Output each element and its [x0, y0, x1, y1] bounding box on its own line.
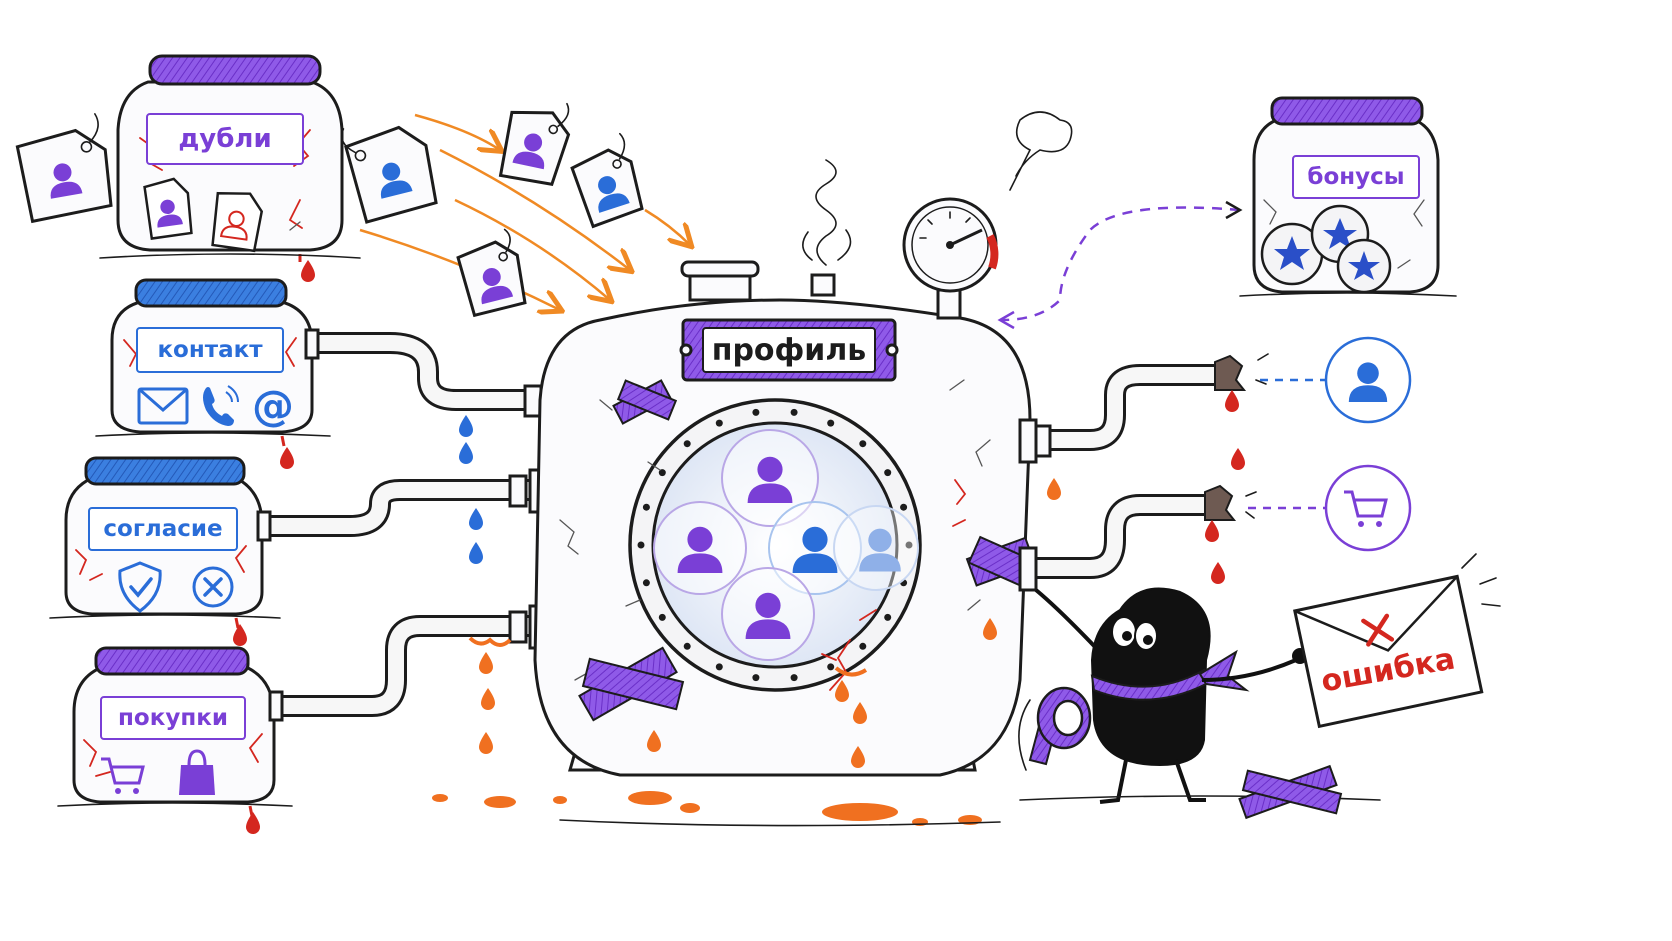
profile-tank — [533, 111, 1073, 777]
jar-dubli — [15, 54, 438, 282]
shield-check-icon — [118, 561, 162, 613]
person-tag-icon — [143, 177, 193, 240]
porthole-rivet — [790, 408, 798, 416]
pipes-right — [983, 336, 1412, 640]
floor-tape — [1238, 764, 1343, 820]
puddles — [432, 791, 982, 826]
porthole-rivet — [658, 469, 666, 477]
person-tag-icon — [570, 132, 644, 229]
person-tag-icon — [15, 113, 113, 224]
porthole-rivet — [905, 541, 913, 549]
person-tag-icon — [456, 228, 527, 318]
porthole-rivet — [715, 663, 723, 671]
porthole-rivet — [683, 642, 691, 650]
porthole-rivet — [859, 642, 867, 650]
envelope-icon — [137, 387, 189, 425]
tape-patches — [578, 379, 1039, 722]
flying-tags — [456, 102, 644, 318]
at-sign-icon: @ — [252, 381, 294, 430]
porthole-rivet — [715, 419, 723, 427]
porthole-rivet — [827, 663, 835, 671]
porthole-rivet — [637, 541, 645, 549]
star-coin-icon — [1260, 204, 1392, 294]
porthole-bolts — [637, 408, 913, 682]
tape-roll-icon — [1028, 686, 1092, 766]
person-tag-icon — [498, 102, 571, 186]
x-circle-icon — [192, 566, 234, 608]
tank-name-plate: профиль — [711, 332, 867, 368]
person-circle-icon — [1324, 336, 1412, 424]
jar-label-dubli: дубли — [146, 113, 304, 165]
cart-circle-icon — [1324, 464, 1412, 552]
porthole-rivet — [658, 613, 666, 621]
blob-creature — [1018, 587, 1308, 804]
person-tag-icon — [211, 191, 264, 253]
porthole-rivet — [790, 674, 798, 682]
porthole-rivet — [642, 503, 650, 511]
jar-label-soglasie: согласие — [88, 507, 238, 551]
porthole-people — [653, 429, 919, 661]
porthole-rivet — [900, 503, 908, 511]
jar-pokupki — [57, 646, 293, 834]
shopping-bag-icon — [179, 749, 215, 795]
porthole-rivet — [884, 613, 892, 621]
error-letter — [1293, 574, 1484, 729]
jar-label-kontakt: контакт — [136, 327, 284, 373]
porthole-rivet — [827, 419, 835, 427]
phone-icon — [203, 385, 239, 426]
jar-label-pokupki: покупки — [100, 696, 246, 740]
svg-text:@: @ — [252, 381, 294, 430]
porthole-rivet — [683, 440, 691, 448]
cart-icon — [101, 757, 145, 794]
pressure-gauge-icon — [902, 111, 1073, 320]
jar-soglasie — [49, 456, 281, 646]
jar-label-bonusy: бонусы — [1292, 155, 1420, 199]
porthole-rivet — [642, 579, 650, 587]
porthole-rivet — [752, 674, 760, 682]
person-tag-icon — [340, 125, 438, 224]
porthole-rivet — [859, 440, 867, 448]
jar-kontakt: @ — [95, 278, 331, 469]
porthole-rivet — [752, 408, 760, 416]
porthole-rivet — [884, 469, 892, 477]
